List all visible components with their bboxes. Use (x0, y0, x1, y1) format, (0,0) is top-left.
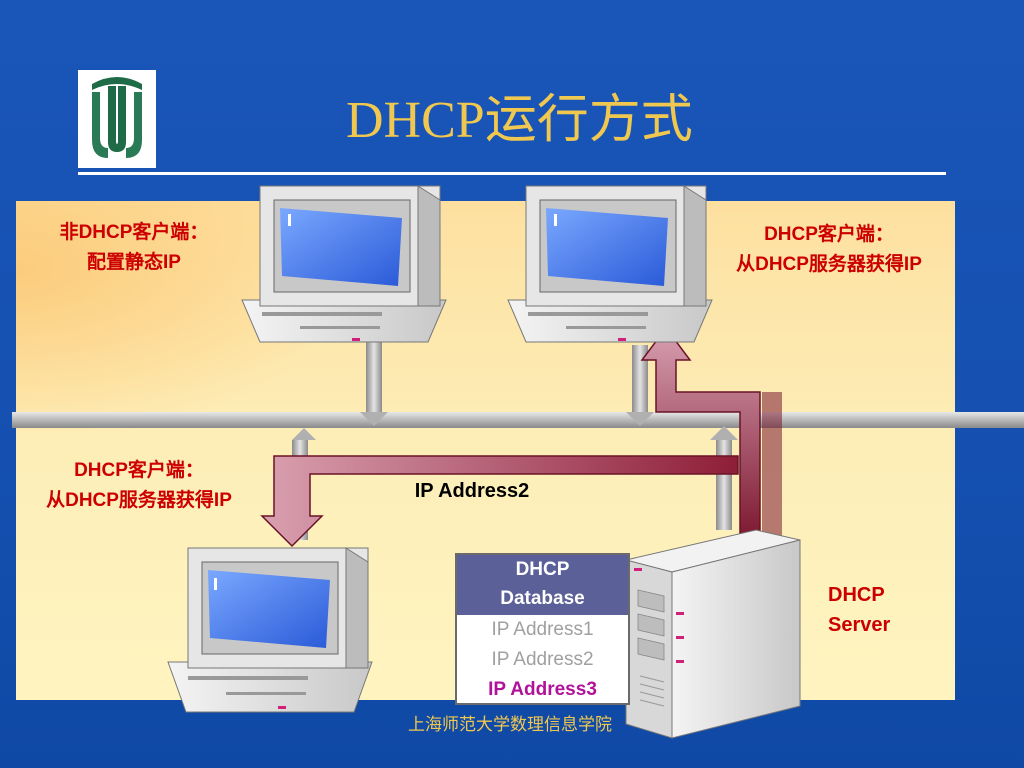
label-dhcp-client-bottom: DHCP客户端： 从DHCP服务器获得IP (14, 456, 264, 516)
drop-dhcp-client-top (626, 345, 654, 426)
label-static-client-line2: 配置静态IP (87, 252, 181, 273)
arrow-server-to-top-client (640, 326, 761, 537)
label-dhcp-client-top-line2: 从DHCP服务器获得IP (736, 254, 922, 275)
dhcp-database-row: IP Address2 (491, 649, 594, 670)
label-dhcp-server-line1: DHCP (828, 584, 885, 606)
label-ip-address2: IP Address2 (414, 480, 530, 502)
label-dhcp-client-bottom-line2: 从DHCP服务器获得IP (46, 490, 232, 511)
slide-footer: 上海师范大学数理信息学院 (408, 715, 612, 734)
logo (78, 70, 156, 168)
label-static-client-line1: 非DHCP客户端： (59, 222, 209, 243)
title-divider (78, 172, 946, 175)
label-static-client: 非DHCP客户端： 配置静态IP (34, 218, 234, 278)
computer-dhcp-client-bottom (167, 547, 373, 713)
drop-dhcp-server (710, 426, 738, 530)
drop-static-client (360, 330, 388, 426)
label-dhcp-client-bottom-line1: DHCP客户端： (74, 460, 204, 481)
arrow-server-to-top-client-shadow (762, 392, 782, 536)
university-logo-mark (78, 70, 156, 168)
dhcp-database-header: DHCP Database (457, 555, 628, 615)
arrow-server-to-bottom-client (260, 455, 739, 548)
slide-title: DHCP运行方式 (346, 92, 693, 149)
label-dhcp-server-line2: Server (828, 614, 891, 636)
dhcp-database-header-line2: Database (500, 588, 585, 609)
dhcp-database-row-highlighted: IP Address3 (488, 679, 597, 700)
computer-static-client (241, 185, 447, 343)
dhcp-database-table: DHCP Database IP Address1 IP Address2 IP… (455, 553, 630, 705)
dhcp-server-tower (625, 529, 801, 739)
label-dhcp-client-top-line1: DHCP客户端： (764, 224, 894, 245)
dhcp-database-row: IP Address1 (491, 619, 594, 640)
network-backbone (12, 412, 1024, 428)
label-dhcp-server: DHCP Server (828, 580, 928, 640)
dhcp-database-header-line1: DHCP (515, 559, 570, 580)
computer-dhcp-client-top (507, 185, 713, 343)
label-dhcp-client-top: DHCP客户端： 从DHCP服务器获得IP (704, 220, 954, 280)
